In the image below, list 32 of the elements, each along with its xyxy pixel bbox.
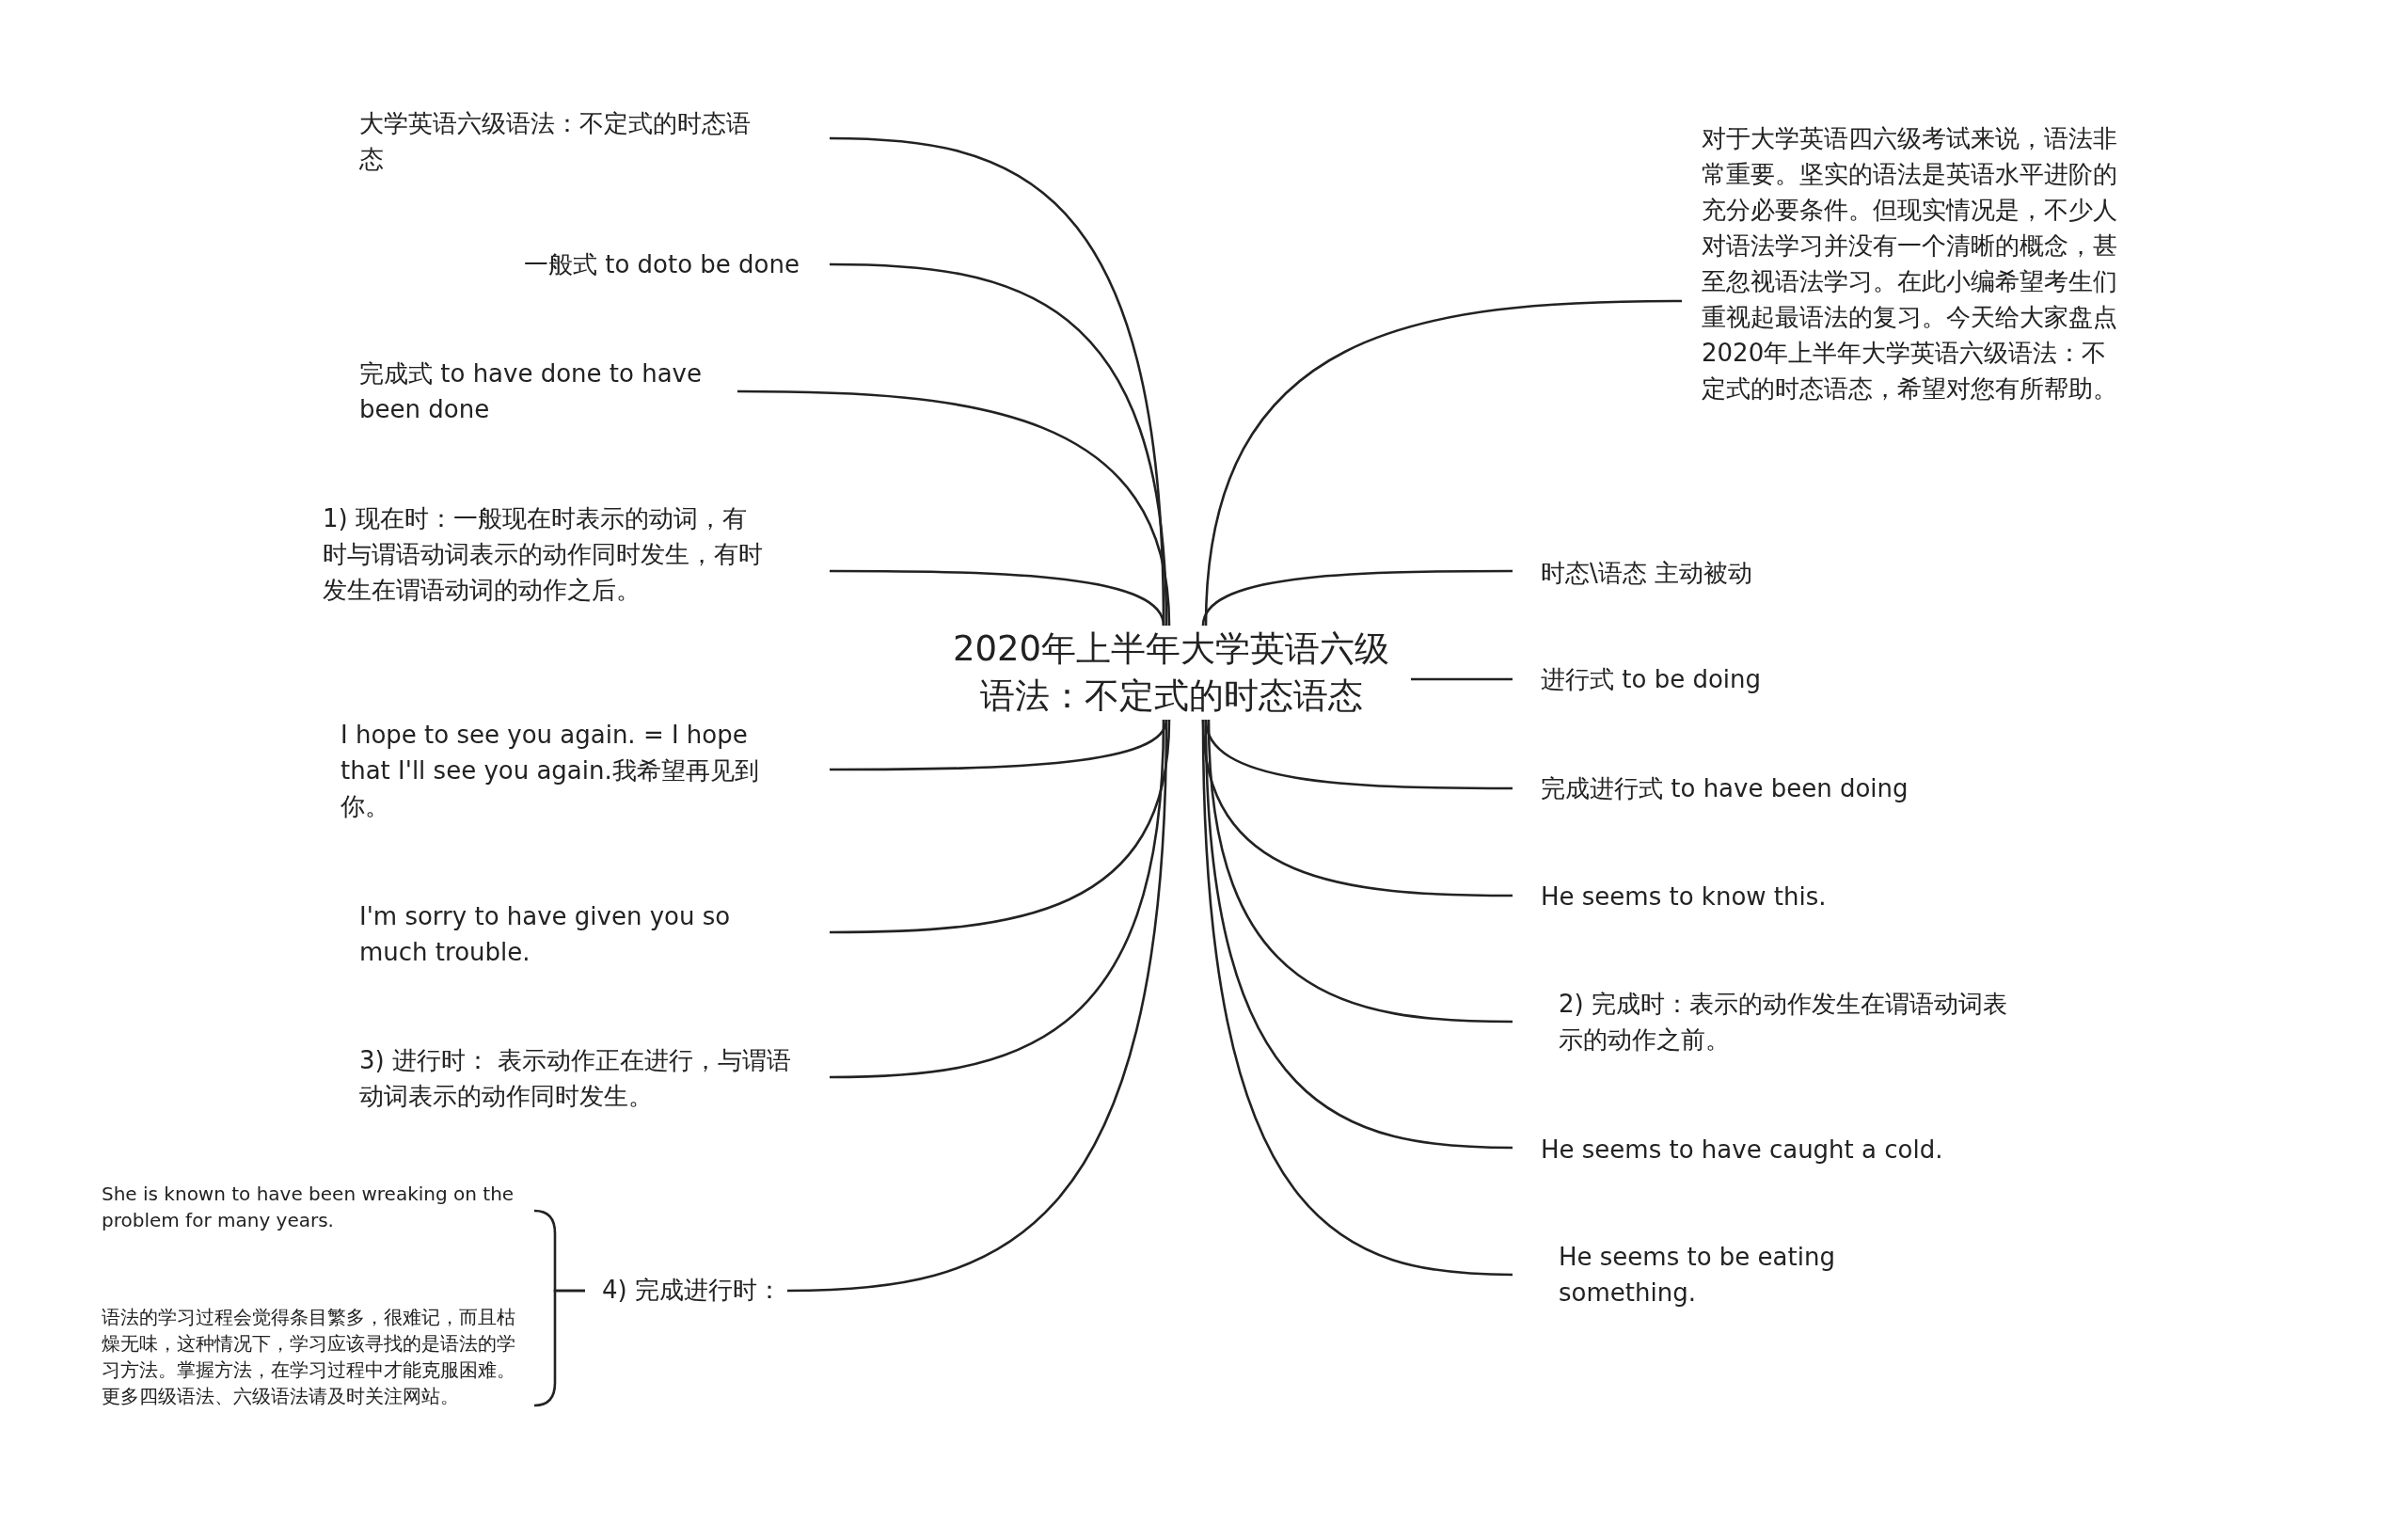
topic-text: I'm sorry to have given you so much trouble. [359,901,732,968]
branch-line [830,719,1171,934]
topic-text: 3) 进行时： 表示动作正在进行，与谓语动词表示的动作同时发生。 [359,1045,793,1112]
branch-line [1207,719,1513,1024]
branch-line [786,719,1168,1293]
topic-text: 1) 现在时：一般现在时表示的动词，有时与谓语动词表示的动作同时发生，有时发生在谓语动词的动作之后。 [323,503,764,606]
topic-text: He seems to have caught a cold. [1541,1135,1944,1166]
topic-text: I hope to see you again. = I hope that I'll see you again.我希望再见到你。 [341,720,760,822]
topic-text: 对于大学英语四六级考试来说，语法非常重要。坚实的语法是英语水平进阶的充分必要条件。但现实情况是，不少人对语法学习并没有一个清晰的概念，甚至忽视语法学习。在此小编希望考生们重视起最语法的复习。今天给大家盘点2020年上半年大学英语六级语法：不定式的时态语态，希望对您有所帮助。 [1702,123,2118,405]
branch-line [1204,719,1513,1150]
topic-text: 时态\语态 主动被动 [1541,558,1754,589]
branch-line [830,569,1165,627]
branch-line [737,389,1171,627]
topic-text: 完成式 to have done to have been done [359,358,703,425]
branch-line [1204,299,1682,627]
topic-text: 2) 完成时：表示的动作发生在谓语动词表示的动作之前。 [1559,989,2008,1056]
topic-text: He seems to be eating something. [1559,1242,1836,1309]
topic-text: 进行式 to be doing [1541,664,1762,695]
branch-line [1201,719,1513,1277]
topic-text: She is known to have been wreaking on the problem for many years. [102,1182,515,1233]
topic-text: 语法的学习过程会觉得条目繁多，很难记，而且枯燥无味，这种情况下，学习应该寻找的是语法的学习方法。掌握方法，在学习过程中才能克服困难。更多四级语法、六级语法请及时关注网站。 [102,1305,516,1409]
topic-text: 完成进行式 to have been doing [1541,773,1909,804]
branch-line [830,719,1168,771]
topic-text: 大学英语六级语法：不定式的时态语态 [359,108,752,175]
branch-line [1411,677,1513,681]
branch-line [829,719,1165,1079]
topic-text: He seems to know this. [1541,881,1828,913]
branch-line [1201,569,1513,627]
topic-text: 4) 完成进行时： [602,1275,783,1306]
central-topic: 2020年上半年大学英语六级语法：不定式的时态语态 [951,627,1391,718]
branch-line [829,262,1168,627]
topic-text: 一般式 to doto be done [522,249,800,280]
